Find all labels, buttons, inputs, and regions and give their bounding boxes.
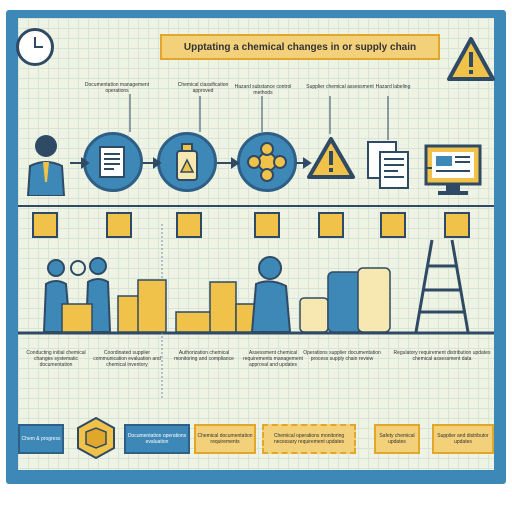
warehouse-boxes-icon	[61, 279, 263, 333]
operator-worker-icon	[250, 256, 292, 333]
ladder-icon	[414, 239, 470, 333]
bottom-box-4: Chemical operations monitoring necessary…	[262, 424, 356, 454]
description-6: Regulatory requirement distribution upda…	[393, 350, 491, 362]
chemical-circle	[157, 132, 217, 192]
bottom-box-1: Chem & progress	[18, 424, 64, 454]
computer-monitor-icon	[424, 144, 482, 195]
funnel-icon	[318, 212, 344, 238]
chemical-barrels-icon	[299, 267, 391, 333]
chemical-bottle-icon	[176, 143, 198, 181]
step-label-5: Hazard labeling	[375, 84, 411, 90]
description-5: Operations supplier documentation proces…	[303, 350, 381, 362]
description-4: Assessment chemical requirements managem…	[243, 350, 303, 368]
funnel-icon	[380, 212, 406, 238]
poster-frame	[6, 10, 506, 484]
bottom-box-2: Documentation operations evaluation	[124, 424, 190, 454]
funnel-icon	[32, 212, 58, 238]
step-label-2: Chemical classification approved	[177, 82, 229, 94]
step-label-3: Hazard substance control methods	[234, 84, 292, 96]
page-title: Upptating a chemical changes in or suppl…	[160, 34, 440, 60]
step-label-1: Documentation management operations	[84, 82, 150, 94]
description-3: Authorization chemical monitoring and co…	[174, 350, 234, 362]
bottom-box-3: Chemical documentation requirements	[194, 424, 256, 454]
molecule-circle	[237, 132, 297, 192]
worker-icon	[26, 135, 66, 196]
document-circle	[83, 132, 143, 192]
funnel-icon	[254, 212, 280, 238]
funnel-icon	[176, 212, 202, 238]
bottom-box-5: Safety chemical updates	[374, 424, 420, 454]
warning-triangle-icon	[447, 37, 495, 81]
funnel-icon	[106, 212, 132, 238]
description-2: Coordinated supplier communication evalu…	[93, 350, 161, 368]
description-1: Conducting initial chemical changes syst…	[26, 350, 86, 368]
report-document-icon	[367, 141, 409, 189]
molecule-icon	[247, 142, 287, 182]
funnel-icon	[444, 212, 470, 238]
clock-icon	[16, 28, 54, 66]
diagram-panel	[18, 18, 494, 470]
hazard-warning-icon	[307, 137, 355, 179]
bottom-box-6: Supplier and distributor updates	[432, 424, 494, 454]
open-box-icon	[77, 416, 115, 460]
step-label-4: Supplier chemical assessment	[306, 84, 374, 90]
document-icon	[99, 146, 125, 178]
